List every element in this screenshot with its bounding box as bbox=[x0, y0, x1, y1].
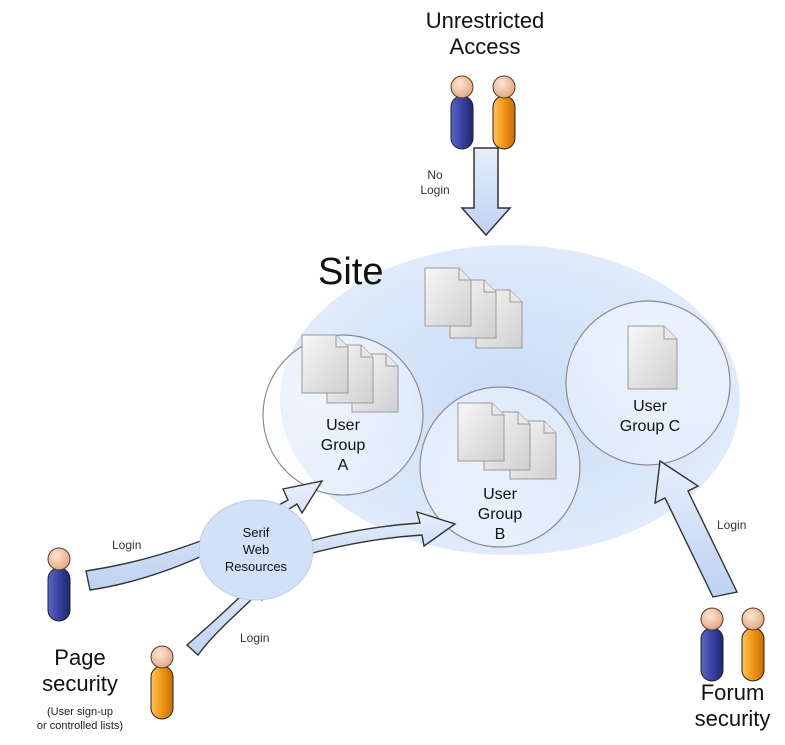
user-group-c-label: User Group C bbox=[600, 397, 700, 437]
forum-security-label: security bbox=[694, 706, 771, 731]
group-b-line1: User bbox=[483, 486, 517, 503]
group-a-documents-icon bbox=[301, 334, 399, 413]
login-arrow-to-group-c bbox=[654, 459, 739, 598]
user-icon-forum-orange bbox=[741, 607, 765, 682]
forum-label: Forum bbox=[700, 680, 765, 705]
note-line2: or controlled lists) bbox=[36, 720, 124, 732]
user-icon-page-blue bbox=[47, 547, 71, 622]
user-icon-page-orange bbox=[150, 645, 174, 720]
group-a-line1: User bbox=[326, 417, 360, 434]
group-a-line3: A bbox=[337, 457, 349, 474]
group-c-line1: User bbox=[633, 398, 667, 415]
access-label: Access bbox=[449, 34, 521, 59]
user-group-a-label: User Group A bbox=[303, 416, 383, 476]
forum-security-title: Forum security bbox=[680, 680, 785, 732]
login-label-bottom: Login bbox=[240, 631, 270, 645]
no-login-label: No Login bbox=[410, 168, 460, 198]
login-label: Login bbox=[420, 183, 450, 197]
user-icon-top-orange bbox=[492, 75, 516, 150]
no-login-arrow bbox=[460, 147, 512, 237]
note-line1: (User sign-up bbox=[46, 706, 114, 718]
serif-line3: Resources bbox=[224, 559, 288, 574]
page-security-note: (User sign-up or controlled lists) bbox=[0, 705, 160, 733]
group-b-line3: B bbox=[494, 526, 506, 543]
group-c-document-icon bbox=[627, 325, 678, 390]
login-arrow-to-group-a bbox=[85, 479, 324, 591]
group-b-line2: Group bbox=[477, 506, 523, 523]
site-documents-icon bbox=[424, 267, 523, 349]
serif-web-resources-label: Serif Web Resources bbox=[206, 524, 306, 575]
group-a-line2: Group bbox=[320, 437, 366, 454]
group-b-documents-icon bbox=[457, 402, 557, 480]
login-label-left: Login bbox=[112, 538, 142, 552]
user-icon-forum-blue bbox=[700, 607, 724, 682]
security-label: security bbox=[42, 671, 118, 696]
unrestricted-access-title: Unrestricted Access bbox=[385, 8, 585, 60]
serif-line1: Serif bbox=[242, 525, 270, 540]
login-label-right: Login bbox=[717, 518, 747, 532]
page-security-title: Page security bbox=[20, 645, 140, 697]
page-label: Page bbox=[54, 645, 106, 670]
site-title: Site bbox=[318, 251, 384, 293]
unrestricted-label: Unrestricted bbox=[425, 8, 545, 33]
serif-line2: Web bbox=[242, 542, 270, 557]
user-icon-top-blue bbox=[450, 75, 474, 150]
user-group-b-label: User Group B bbox=[460, 485, 540, 545]
no-label: No bbox=[427, 168, 443, 182]
serif-web-resources-ellipse bbox=[198, 499, 314, 601]
group-c-line2: Group C bbox=[619, 418, 681, 435]
